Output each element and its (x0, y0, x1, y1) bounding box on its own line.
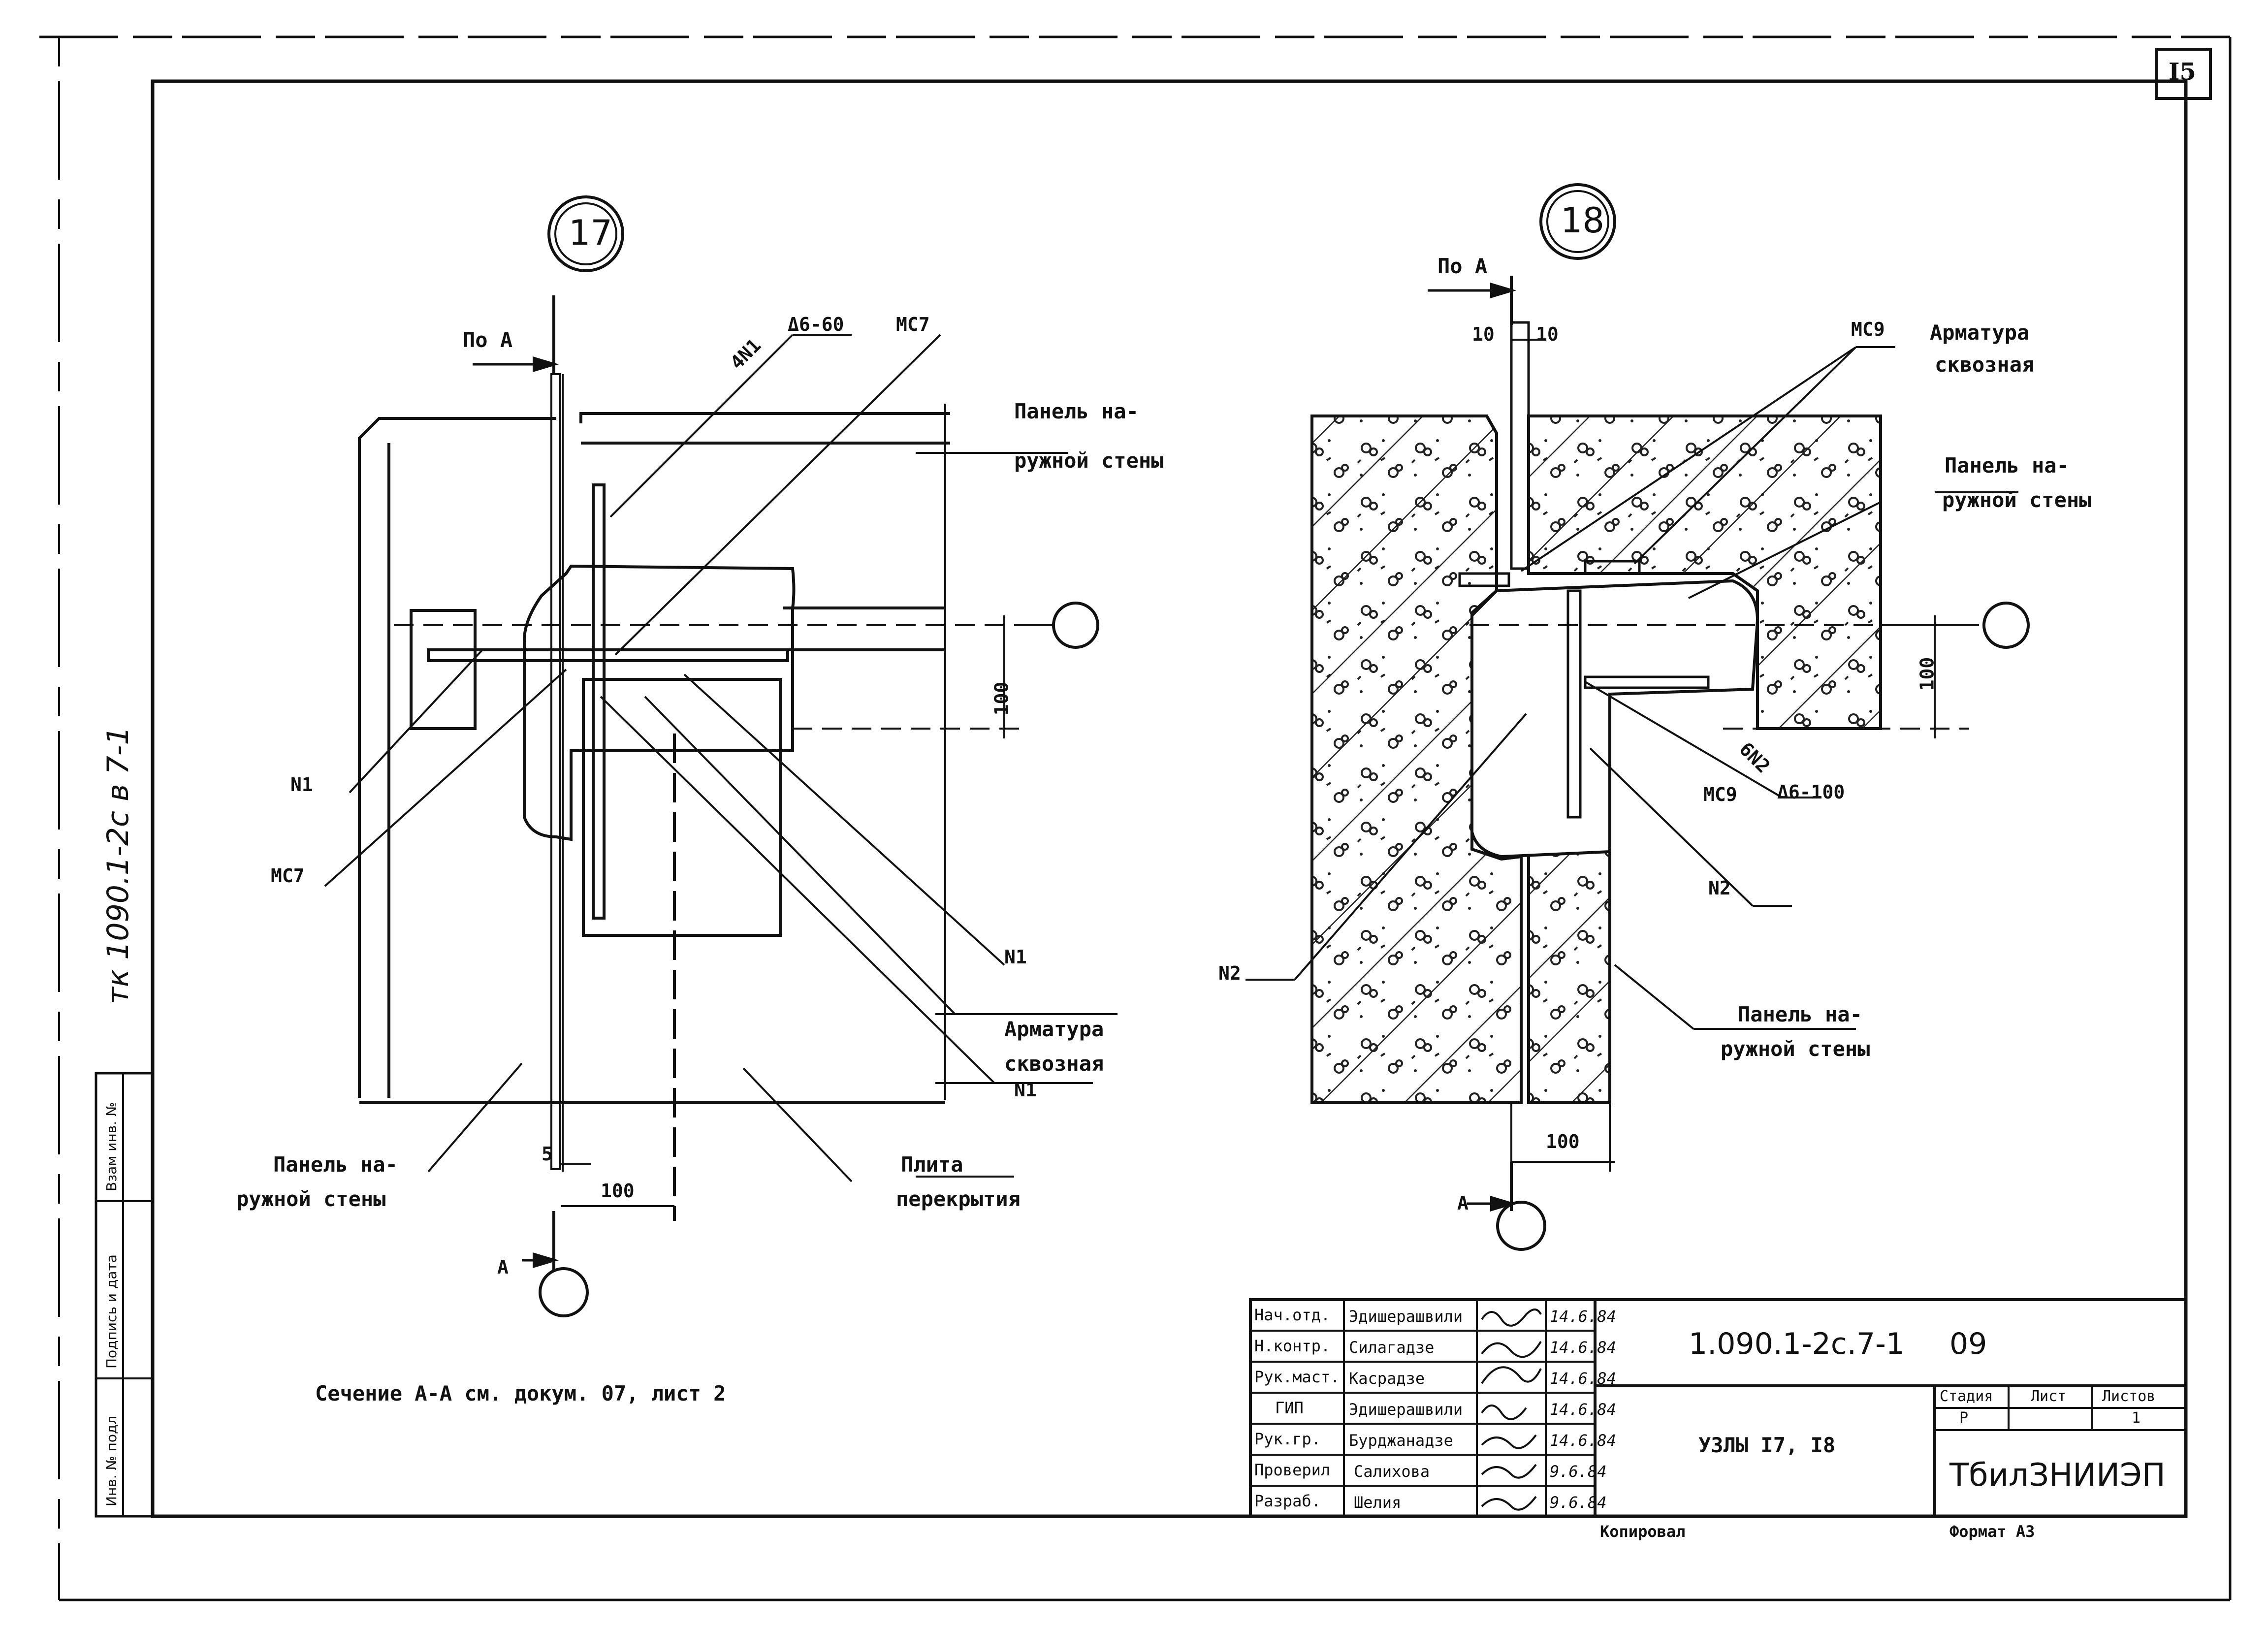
node18-dim-10-right: 10 (1536, 323, 1559, 345)
node17-mc7-left: МС7 (271, 865, 305, 887)
node17-n1-left: N1 (290, 774, 313, 796)
node18-panel-bottom-2: ружной стены (1721, 1037, 1870, 1061)
archive-note: тк 1090.1-2с в 7-1 (101, 726, 135, 1004)
drawing-title: УЗЛЫ I7, I8 (1698, 1433, 1836, 1457)
person-name: Силагадзе (1349, 1338, 1435, 1357)
person-name: Бурджанадзе (1349, 1431, 1453, 1450)
node17-dim-100-h: 100 (601, 1180, 635, 1202)
node18-dim-100-v: 100 (1916, 657, 1938, 691)
side-stamp-2: Подпись и дата (103, 1254, 120, 1369)
node17-panel-bottom-1: Панель на- (273, 1152, 398, 1177)
person-date: 14.6.84 (1550, 1307, 1616, 1326)
person-date: 14.6.84 (1550, 1400, 1616, 1419)
node17-drawing (324, 195, 1118, 1317)
node17-slab-1: Плита (901, 1152, 963, 1177)
node18-dim-10-left: 10 (1472, 323, 1495, 345)
node18-weld-spec-size: Δ6-100 (1777, 781, 1845, 803)
node17-weld-spec-top-size: Δ6-60 (788, 314, 844, 335)
node18-panel-bottom-1: Панель на- (1738, 1002, 1862, 1026)
copied-label: Копировал (1600, 1522, 1686, 1541)
page-number: I5 (2169, 58, 2196, 86)
node18-rebar-2: сквозная (1935, 352, 2035, 377)
side-stamp-3: Инв. № подл (103, 1415, 120, 1506)
node18-n2-right: N2 (1708, 877, 1731, 899)
node17-number: 17 (569, 213, 613, 253)
sheet-code: 09 (1949, 1327, 1987, 1361)
node18-rebar-1: Арматура (1930, 320, 2030, 345)
person-role: Нач.отд. (1254, 1306, 1331, 1324)
person-date: 9.6.84 (1550, 1462, 1607, 1481)
sheet-frame (39, 35, 2232, 1601)
node17-rebar-1: Арматура (1004, 1017, 1104, 1041)
node18-dim-100-h: 100 (1546, 1131, 1580, 1152)
node17-mc7-top: МС7 (896, 314, 930, 335)
person-date: 14.6.84 (1550, 1369, 1616, 1388)
title-block-lines (1249, 1298, 2187, 1518)
stage-value: Р (1959, 1409, 1969, 1427)
person-role: Рук.маст. (1254, 1368, 1340, 1386)
node17-panel-top-1: Панель на- (1014, 399, 1139, 423)
node18-number: 18 (1561, 200, 1605, 241)
person-date: 14.6.84 (1550, 1431, 1616, 1450)
node18-section-letter: А (1457, 1192, 1469, 1214)
person-role: Проверил (1254, 1461, 1331, 1479)
person-name: Эдишерашвили (1349, 1400, 1463, 1419)
person-role: Н.контр. (1254, 1337, 1331, 1355)
person-date: 9.6.84 (1550, 1493, 1607, 1512)
node17-rebar-2: сквозная (1004, 1052, 1104, 1076)
person-name: Салихова (1354, 1462, 1430, 1481)
node17-section-letter: А (497, 1256, 509, 1278)
node17-panel-bottom-2: ружной стены (236, 1187, 386, 1211)
format-label: Формат А3 (1949, 1522, 2035, 1541)
side-stamp-1: Взам инв. № (103, 1102, 120, 1191)
node18-n2-left: N2 (1218, 962, 1241, 984)
organization: ТбилЗНИИЭП (1949, 1457, 2166, 1494)
document-code: 1.090.1-2с.7-1 (1689, 1327, 1905, 1361)
node18-panel-top-1: Панель на- (1945, 453, 2069, 478)
node18-mc9-top: МС9 (1851, 319, 1885, 340)
section-note: Сечение А-А см. докум. 07, лист 2 (315, 1381, 726, 1405)
node17-panel-top-2: ружной стены (1014, 448, 1164, 473)
person-name: Касрадзе (1349, 1369, 1425, 1388)
person-name: Шелия (1354, 1493, 1402, 1512)
node18-section-marker: По А (1437, 254, 1488, 278)
sheets-header: Листов (2102, 1388, 2156, 1405)
person-role: Рук.гр. (1254, 1430, 1321, 1448)
person-role: Разраб. (1254, 1492, 1321, 1510)
person-name: Эдишерашвили (1349, 1307, 1463, 1326)
node17-section-marker: По А (463, 328, 513, 352)
node17-rebar-3: N1 (1014, 1079, 1037, 1101)
node18-drawing (1246, 183, 2030, 1251)
stage-header: Стадия (1940, 1388, 1993, 1405)
node17-slab-2: перекрытия (896, 1187, 1021, 1211)
node17-dim-5: 5 (542, 1143, 553, 1165)
sheet-header: Лист (2031, 1388, 2067, 1405)
node18-mc9-bottom: МС9 (1703, 784, 1737, 805)
sheets-value: 1 (2132, 1409, 2141, 1427)
node17-dim-100-v: 100 (990, 681, 1013, 716)
node17-n1-right: N1 (1004, 946, 1027, 968)
node18-panel-top-2: ружной стены (1942, 488, 2092, 512)
person-role: ГИП (1275, 1399, 1304, 1417)
person-date: 14.6.84 (1550, 1338, 1616, 1357)
